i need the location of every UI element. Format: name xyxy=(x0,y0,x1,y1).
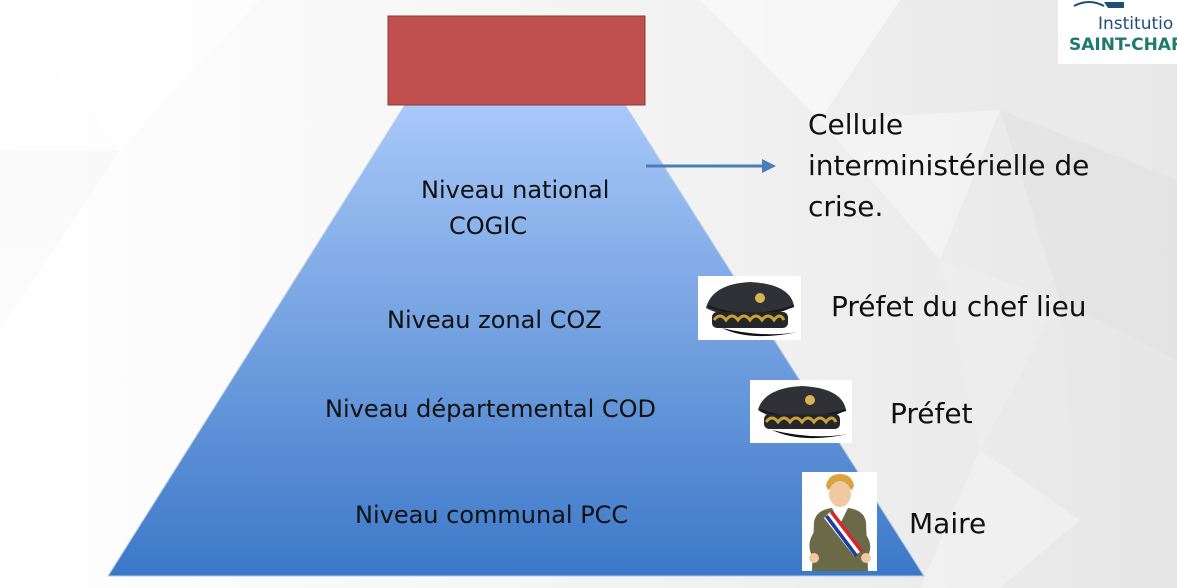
level-national-label: Niveau national xyxy=(421,176,610,204)
national-role-line-1: Cellule xyxy=(808,108,904,141)
level-departemental-label: Niveau départemental COD xyxy=(325,395,657,423)
logo-emblem-icon xyxy=(1073,1,1124,8)
arrow-right-icon xyxy=(646,159,776,173)
institution-logo: Institutio SAINT-CHAR xyxy=(1058,0,1177,64)
zonal-role-label: Préfet du chef lieu xyxy=(831,290,1087,323)
national-role-line-2: interministérielle de xyxy=(808,149,1090,182)
mayor-with-sash-icon xyxy=(802,472,877,571)
logo-line-2: SAINT-CHAR xyxy=(1069,35,1177,55)
national-role-line-3: crise. xyxy=(808,190,884,223)
prefect-cap-icon xyxy=(698,276,801,340)
prefect-cap-icon xyxy=(750,380,852,443)
logo-line-1: Institutio xyxy=(1098,14,1174,34)
top-command-box xyxy=(387,15,646,106)
level-communal-label: Niveau communal PCC xyxy=(355,501,629,529)
level-zonal-label: Niveau zonal COZ xyxy=(387,306,602,334)
level-national-acronym: COGIC xyxy=(449,212,528,240)
communal-role-label: Maire xyxy=(909,507,987,540)
departemental-role-label: Préfet xyxy=(890,397,973,430)
